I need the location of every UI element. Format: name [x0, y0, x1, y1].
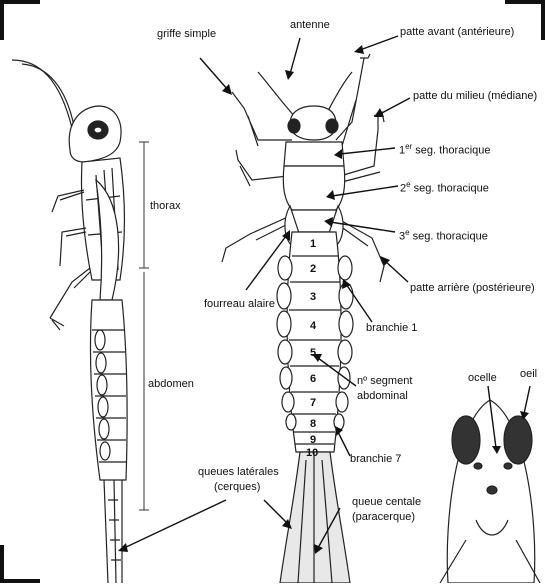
side-leg-hind: [50, 268, 90, 318]
label-antenne: antenne: [290, 19, 330, 32]
frame-corner-top-left: [2, 2, 40, 40]
compound-eye-right: [504, 416, 532, 464]
segment-number: 3: [310, 291, 316, 303]
label-oeil: oeil: [520, 368, 537, 381]
frame-corner-bottom-left: [2, 545, 40, 581]
dorsal-leg-front-left: [232, 92, 292, 146]
arrow-seg1: [340, 148, 395, 154]
segment-number: 9: [310, 434, 316, 446]
dorsal-antenna-left: [258, 72, 296, 118]
dorsal-tails: [280, 452, 350, 583]
head-front-view: [440, 400, 540, 583]
segment-number: 10: [306, 447, 318, 459]
arrow-antenne: [290, 38, 300, 74]
segment-number: 6: [310, 373, 316, 385]
arrow-queue-laterale-dorsal: [264, 500, 288, 524]
ocellus-right: [504, 463, 512, 469]
segment-number: 2: [310, 263, 316, 275]
dorsal-eye-right: [326, 119, 338, 133]
arrow-patte-avant: [360, 36, 398, 50]
label-seg2-thoracique: 2e seg. thoracique: [400, 178, 489, 196]
label-abdomen: abdomen: [148, 378, 194, 391]
arrow-patte-milieu: [380, 98, 410, 114]
label-queue-centrale-line2: (paracerque): [352, 511, 415, 524]
ocellus-median: [487, 486, 497, 494]
label-branchie-7: branchie 7: [350, 453, 401, 466]
arrow-oeil: [524, 386, 530, 414]
dorsal-thorax-segment-1: [284, 142, 344, 166]
dorsal-thorax-segment-2: [283, 166, 344, 210]
label-ocelle: ocelle: [468, 372, 497, 385]
ocellus-left: [474, 463, 482, 469]
dorsal-leg-front-right: [336, 58, 364, 146]
body-region-brackets: [139, 142, 149, 510]
label-branchie-1: branchie 1: [366, 322, 417, 335]
label-seg3-thoracique: 3e seg. thoracique: [399, 226, 488, 244]
compound-eye-left: [452, 416, 480, 464]
dorsal-leg-middle-left: [236, 150, 288, 186]
label-patte-milieu: patte du milieu (médiane): [413, 90, 537, 103]
label-patte-arriere: patte arrière (postérieure): [410, 282, 535, 295]
segment-number: 8: [310, 418, 316, 430]
label-griffe-simple: griffe simple: [157, 28, 216, 41]
dorsal-gill-left: [278, 256, 292, 280]
label-queues-laterales-line1: queues latérales: [198, 466, 279, 479]
arrow-branchie-7: [338, 432, 350, 456]
dorsal-eye-left: [288, 119, 300, 133]
label-n-segment-line2: abdominal: [357, 390, 408, 403]
side-leg-front: [52, 190, 84, 212]
arrow-queue-laterale-side: [124, 500, 226, 548]
label-fourreau-alaire: fourreau alaire: [204, 298, 275, 311]
dorsal-gill-right: [338, 256, 352, 280]
dorsal-leg-hind-left: [222, 216, 292, 262]
side-leg-middle: [60, 228, 86, 266]
label-seg1-thoracique: 1er seg. thoracique: [399, 140, 491, 158]
side-view-nymph: [12, 60, 127, 583]
arrow-griffe-simple: [200, 58, 228, 90]
thorax-bracket: [139, 142, 149, 268]
side-tails: [104, 480, 122, 583]
arrow-patte-arriere: [384, 260, 408, 282]
label-n-segment-line1: nº segment: [357, 375, 412, 388]
segment-number: 7: [310, 397, 316, 409]
segment-number: 1: [310, 238, 316, 250]
dorsal-leg-middle-right: [340, 116, 380, 182]
side-abdomen: [90, 300, 127, 480]
label-queue-centrale-line1: queue centale: [352, 496, 421, 509]
abdomen-bracket: [139, 272, 149, 510]
label-patte-avant: patte avant (antérieure): [400, 26, 514, 39]
segment-number: 5: [310, 347, 316, 359]
label-thorax: thorax: [150, 200, 181, 213]
segment-number: 4: [310, 320, 316, 332]
label-queues-laterales-line2: (cerques): [214, 481, 260, 494]
